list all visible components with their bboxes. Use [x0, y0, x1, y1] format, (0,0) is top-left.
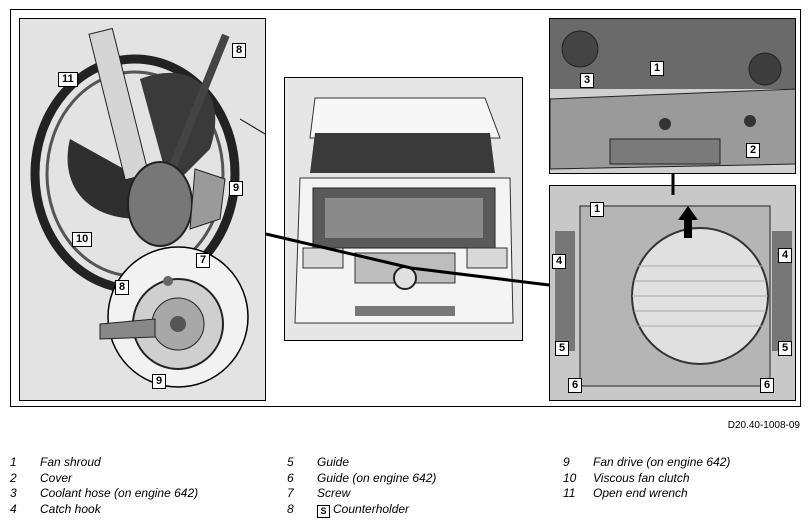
radiator-drawing: [555, 205, 792, 387]
callout-11: 11: [58, 72, 78, 87]
legend-number: 4: [10, 501, 17, 516]
legend-label: Screw: [317, 486, 351, 500]
callout-7: 7: [196, 253, 211, 268]
callout-1-top: 1: [650, 61, 665, 76]
legend-number: 9: [563, 455, 570, 469]
legend-label: Viscous fan clutch: [593, 470, 690, 485]
legend-label: Guide: [317, 455, 350, 469]
legend-item: 4 Catch hook: [10, 502, 198, 518]
legend-item: 10 Viscous fan clutch: [563, 471, 730, 487]
legend-label: Open end wrench: [593, 486, 688, 500]
legend-column-3: 9 Fan drive (on engine 642) 10 Viscous fan…: [563, 455, 730, 502]
callout-2: 2: [746, 143, 761, 158]
legend-label: Counterholder: [333, 501, 410, 516]
callout-4-right: 4: [778, 248, 793, 263]
fan-shroud-illustration: 1 4 4 5 5 6 6: [549, 185, 796, 401]
callout-5-left: 5: [555, 341, 570, 356]
callout-8-detail: 8: [115, 280, 130, 295]
legend-column-1: 1 Fan shroud 2 Cover 3 Coolant hose (on eng…: [10, 455, 198, 517]
fan-removal-illustration: 11 8 9 10 7 8 9: [19, 18, 266, 401]
callout-6-left: 6: [568, 378, 583, 393]
callout-10: 10: [72, 232, 93, 247]
legend-item: 9 Fan drive (on engine 642): [563, 455, 730, 471]
legend-number: 6: [287, 470, 294, 485]
legend-number: 11: [563, 486, 576, 500]
legend-label: Fan drive (on engine 642): [593, 455, 731, 469]
callout-6-right: 6: [760, 378, 775, 393]
legend-item: 11 Open end wrench: [563, 486, 730, 502]
legend-number: 10: [563, 470, 577, 485]
legend-label: Cover: [40, 470, 73, 485]
legend-label: Guide (on engine 642): [317, 470, 437, 485]
fan-drawing: [30, 27, 265, 388]
callout-5-right: 5: [778, 341, 793, 356]
special-tool-icon: S: [317, 504, 330, 518]
legend-number: 1: [10, 455, 17, 469]
legend-item: 3 Coolant hose (on engine 642): [10, 486, 198, 502]
callout-8: 8: [232, 43, 247, 58]
legend-number: 7: [287, 486, 294, 500]
figure-id: D20.40-1008-09: [727, 420, 800, 431]
callout-3: 3: [580, 73, 595, 88]
legend-label: Fan shroud: [40, 455, 101, 469]
legend-label: Coolant hose (on engine 642): [40, 486, 199, 500]
legend-item: 7 Screw: [287, 486, 436, 502]
callout-9: 9: [229, 181, 244, 196]
legend-label: Catch hook: [40, 501, 101, 516]
callout-9-detail: 9: [152, 374, 167, 389]
legend-item: 5 Guide: [287, 455, 436, 471]
legend-item: 2 Cover: [10, 471, 198, 487]
legend-number: 2: [10, 470, 17, 485]
engine-top-illustration: 1 3 2: [549, 18, 796, 174]
legend-number: 5: [287, 455, 294, 469]
van-drawing: [294, 97, 514, 324]
legend-number: 3: [10, 486, 17, 500]
figure-frame: 11 8 9 10 7 8 9: [10, 9, 801, 407]
callout-1-bottom: 1: [590, 202, 605, 217]
legend-item: 1 Fan shroud: [10, 455, 198, 471]
legend-number: 8: [287, 501, 294, 516]
vehicle-front-illustration: [284, 77, 523, 341]
legend-item: 6 Guide (on engine 642): [287, 471, 436, 487]
callout-4-left: 4: [552, 254, 567, 269]
